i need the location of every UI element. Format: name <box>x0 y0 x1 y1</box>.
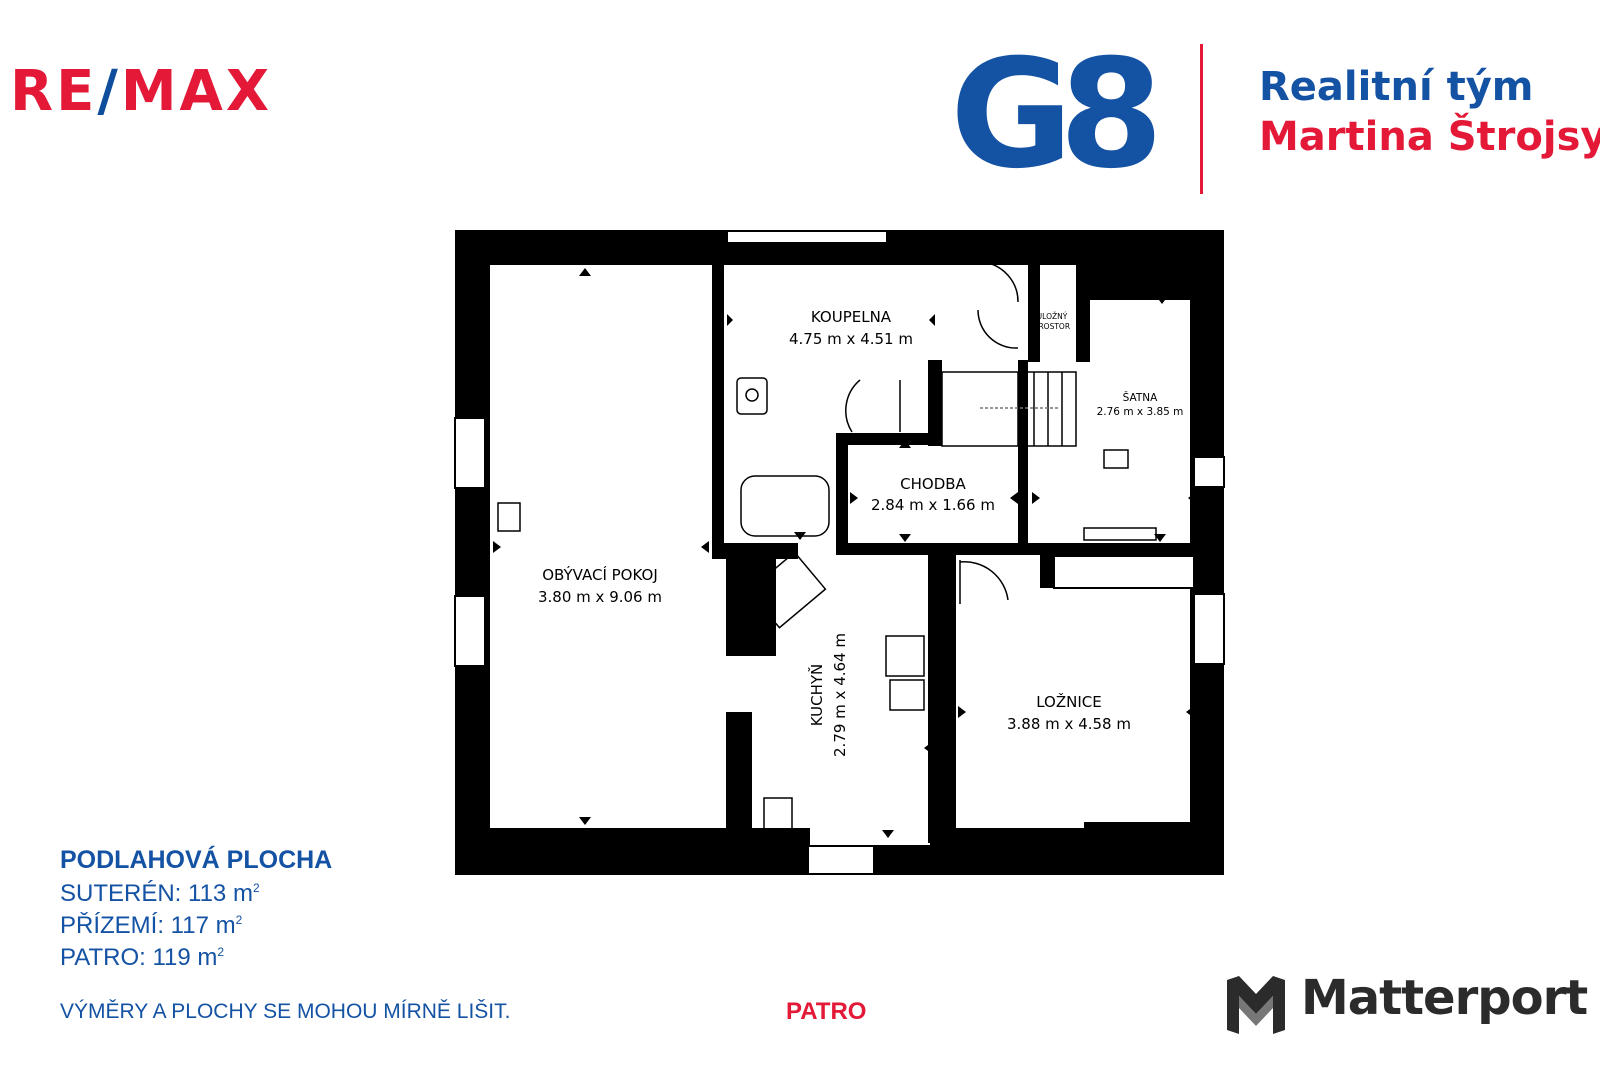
floor-name: PATRO <box>786 998 867 1025</box>
floor-area-prizemi: PŘÍZEMÍ: 117 m2 <box>60 912 242 940</box>
room-chodba-name: CHODBA <box>900 475 966 493</box>
fixtures <box>497 261 1157 839</box>
header-divider <box>1200 44 1203 194</box>
floor-area-patro-label: PATRO: 119 m <box>60 944 218 971</box>
room-koupelna-name: KOUPELNA <box>811 308 892 326</box>
team-name-line2: Martina Štrojsy <box>1259 114 1600 160</box>
remax-logo-re: RE <box>10 59 98 124</box>
floor-area-prizemi-sup: 2 <box>235 913 243 927</box>
windows <box>454 230 1225 875</box>
floor-area-suteren-sup: 2 <box>252 881 260 895</box>
room-obyvaci-name: OBÝVACÍ POKOJ <box>542 565 658 584</box>
matterport-m-icon <box>1227 976 1285 1034</box>
room-loznice-name: LOŽNICE <box>1036 692 1102 711</box>
floor-area-suteren-label: SUTERÉN: 113 m <box>60 880 253 907</box>
floor-area-title: PODLAHOVÁ PLOCHA <box>60 846 333 874</box>
room-ulozny-name-line1: ÚLOŽNÝ <box>1037 312 1068 321</box>
room-chodba-size: 2.84 m x 1.66 m <box>871 496 995 514</box>
room-kuchyn-size: 2.79 m x 4.64 m <box>831 633 849 757</box>
room-ulozny-name-line2: PROSTOR <box>1034 322 1070 331</box>
remax-logo: RE/MAX <box>10 62 272 122</box>
dimension-markers <box>493 246 1196 838</box>
g8-logo: G8 <box>950 28 1163 202</box>
floor-area-suteren: SUTERÉN: 113 m2 <box>60 880 260 908</box>
disclaimer: VÝMĚRY A PLOCHY SE MOHOU MÍRNĚ LIŠIT. <box>60 1000 511 1023</box>
room-satna-size: 2.76 m x 3.85 m <box>1097 406 1184 418</box>
team-name-line1: Realitní tým <box>1259 64 1534 110</box>
remax-logo-max: MAX <box>120 59 273 124</box>
matterport-wordmark: Matterport <box>1301 970 1588 1026</box>
floor-area-prizemi-label: PŘÍZEMÍ: 117 m <box>60 912 236 939</box>
room-koupelna-size: 4.75 m x 4.51 m <box>789 330 913 348</box>
walls <box>455 230 1224 875</box>
floor-area-patro: PATRO: 119 m2 <box>60 944 224 972</box>
floor-area-patro-sup: 2 <box>217 945 225 959</box>
room-kuchyn-name: KUCHYŇ <box>807 664 826 727</box>
room-loznice-size: 3.88 m x 4.58 m <box>1007 715 1131 733</box>
room-satna-name: ŠATNA <box>1123 391 1158 404</box>
room-obyvaci-size: 3.80 m x 9.06 m <box>538 588 662 606</box>
remax-logo-slash: / <box>97 59 121 124</box>
